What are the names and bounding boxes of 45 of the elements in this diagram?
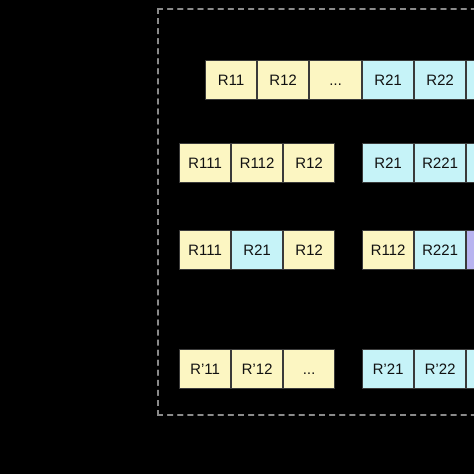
cell-label: R12 <box>295 156 323 170</box>
cell-box <box>231 349 283 389</box>
cell-label: ... <box>329 72 342 88</box>
partial-cell-box <box>466 60 474 100</box>
cell-label: R21 <box>374 156 402 170</box>
cell-box <box>414 143 466 183</box>
cell-box <box>283 349 335 389</box>
cell-box <box>414 349 466 389</box>
cell-label: R’21 <box>372 362 404 376</box>
cell-label: R21 <box>374 72 402 88</box>
cell-box <box>205 60 257 100</box>
cell-box <box>179 143 231 183</box>
cell-box <box>309 60 362 100</box>
cell-label: R’11 <box>190 362 220 376</box>
cell-label: R11 <box>218 72 244 88</box>
cell-box <box>283 230 335 270</box>
cell-box <box>362 349 414 389</box>
cell-label: R12 <box>269 72 297 88</box>
dashed-frame <box>157 8 474 416</box>
partial-cell-box <box>466 349 474 389</box>
cell-box <box>362 143 414 183</box>
cell-box <box>414 60 466 100</box>
cell-label: R’12 <box>242 362 272 376</box>
cell-box <box>179 230 231 270</box>
cell-box <box>231 230 283 270</box>
cell-label: ... <box>302 362 316 376</box>
partial-cell-box <box>466 230 474 270</box>
cell-box <box>231 143 283 183</box>
cell-box <box>414 230 466 270</box>
cell-label: R’22 <box>424 362 456 376</box>
cell-label: R112 <box>370 242 406 258</box>
cell-label: R221 <box>422 156 458 170</box>
cell-label: R21 <box>243 242 271 258</box>
cell-label: R112 <box>240 156 274 170</box>
cell-label: R22 <box>426 72 454 88</box>
cell-label: R111 <box>188 242 222 258</box>
cell-label: R12 <box>295 242 323 258</box>
cell-box <box>362 60 414 100</box>
partial-cell-box <box>466 143 474 183</box>
cell-box <box>257 60 309 100</box>
cell-box <box>283 143 335 183</box>
cell-box <box>179 349 231 389</box>
cell-label: R111 <box>188 156 222 170</box>
cell-label: R221 <box>422 242 458 258</box>
cell-box <box>362 230 414 270</box>
